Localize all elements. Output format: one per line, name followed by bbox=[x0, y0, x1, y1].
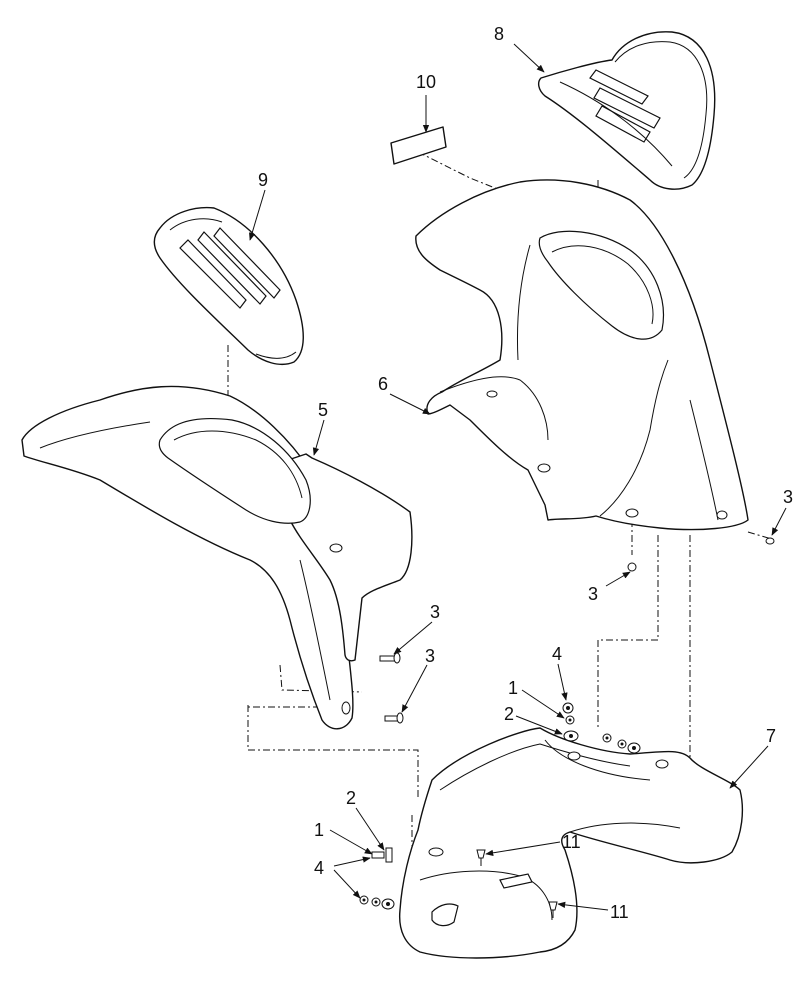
callout-2-a: 2 bbox=[504, 704, 514, 724]
floor-pan-part-7 bbox=[398, 727, 744, 959]
front-fender-part-5 bbox=[21, 385, 413, 730]
callout-4-a: 4 bbox=[552, 644, 562, 664]
rear-shell-part-6 bbox=[415, 179, 749, 531]
callout-7: 7 bbox=[766, 726, 776, 746]
callout-3-c: 3 bbox=[588, 584, 598, 604]
callout-4-b: 4 bbox=[314, 858, 324, 878]
rear-seat-part-8 bbox=[537, 31, 716, 190]
callout-3-a: 3 bbox=[430, 602, 440, 622]
callout-1-b: 1 bbox=[314, 820, 324, 840]
callout-6: 6 bbox=[378, 374, 388, 394]
callout-8: 8 bbox=[494, 24, 504, 44]
callout-3-b: 3 bbox=[425, 646, 435, 666]
callout-2-b: 2 bbox=[346, 788, 356, 808]
decal-part-10 bbox=[390, 126, 447, 165]
leader-lines bbox=[249, 43, 787, 911]
hardware bbox=[359, 537, 775, 918]
callout-11-b: 11 bbox=[610, 902, 629, 922]
callout-1-a: 1 bbox=[508, 678, 518, 698]
callout-10: 10 bbox=[416, 72, 436, 92]
callout-5: 5 bbox=[318, 400, 328, 420]
callout-11-a: 11 bbox=[562, 832, 581, 852]
callout-9: 9 bbox=[258, 170, 268, 190]
callout-3-d: 3 bbox=[783, 487, 793, 507]
front-seat-part-9 bbox=[153, 206, 304, 366]
callout-labels: 10 8 9 6 5 3 3 3 3 4 1 2 7 2 1 11 4 11 bbox=[258, 24, 793, 922]
